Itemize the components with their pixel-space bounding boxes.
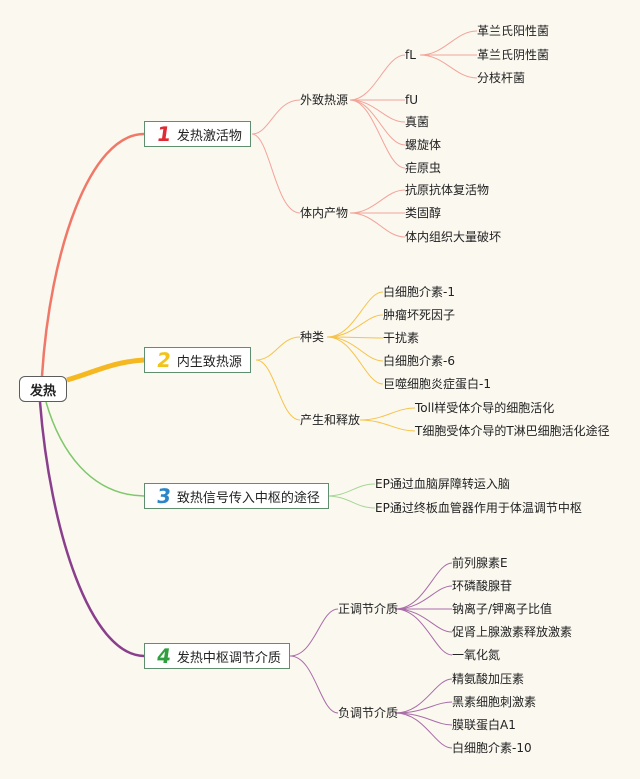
branch-4-label: 发热中枢调节介质 [176, 650, 281, 666]
item-fu[interactable]: fU [405, 93, 419, 107]
item-ep-bbb[interactable]: EP通过血脑屏障转运入脑 [375, 477, 510, 491]
item-ep-ovlt[interactable]: EP通过终板血管器作用于体温调节中枢 [375, 501, 582, 515]
root-link-2 [66, 357, 145, 383]
group-positive-mediators[interactable]: 正调节介质 [338, 602, 399, 616]
root-node[interactable]: 发热 [19, 376, 67, 402]
branch-3-links [325, 483, 376, 509]
branch-1-label: 发热激活物 [176, 128, 242, 144]
branch-2-node[interactable]: 2 内生致热源 [144, 347, 251, 373]
branch-1-node[interactable]: 1 发热激活物 [144, 121, 251, 147]
branch-4-node[interactable]: 4 发热中枢调节介质 [144, 643, 290, 669]
item-na-k-ratio[interactable]: 钠离子/钾离子比值 [452, 602, 553, 616]
item-avp[interactable]: 精氨酸加压素 [452, 672, 525, 686]
item-pge[interactable]: 前列腺素E [452, 556, 508, 570]
root-link-1 [40, 132, 145, 377]
item-il-6[interactable]: 白细胞介素-6 [383, 354, 455, 368]
item-interferon[interactable]: 干扰素 [383, 331, 420, 345]
item-il-1[interactable]: 白细胞介素-1 [383, 285, 455, 299]
branch-4-links [289, 562, 453, 749]
branch-3-number: 3 [155, 484, 173, 508]
group-production-release[interactable]: 产生和释放 [300, 413, 361, 427]
item-plasmodium[interactable]: 疟原虫 [405, 161, 442, 175]
item-gram-positive[interactable]: 革兰氏阳性菌 [477, 24, 550, 38]
group-exogenous-pyrogen[interactable]: 外致热源 [300, 93, 349, 107]
branch-1-number: 1 [155, 122, 173, 146]
branch-2-number: 2 [155, 348, 173, 372]
group-endogenous-products[interactable]: 体内产物 [300, 206, 349, 220]
item-msh[interactable]: 黑素细胞刺激素 [452, 695, 537, 709]
branch-2-links [255, 291, 416, 432]
item-mycobacterium[interactable]: 分枝杆菌 [477, 71, 526, 85]
group-types[interactable]: 种类 [300, 330, 325, 344]
item-antigen-antibody[interactable]: 抗原抗体复活物 [405, 183, 490, 197]
item-il-10[interactable]: 白细胞介素-10 [452, 741, 532, 755]
item-tnf[interactable]: 肿瘤坏死因子 [383, 308, 456, 322]
root-link-4 [38, 401, 145, 658]
item-tcr-activation[interactable]: T细胞受体介导的T淋巴细胞活化途径 [415, 424, 610, 438]
branch-1-links [251, 30, 478, 238]
item-fl[interactable]: fL [405, 48, 416, 62]
root-link-3 [45, 401, 145, 497]
branch-4-number: 4 [155, 644, 173, 668]
item-toll-activation[interactable]: Toll样受体介导的细胞活化 [415, 401, 555, 415]
item-crh[interactable]: 促肾上腺激素释放激素 [452, 625, 573, 639]
root-label: 发热 [29, 383, 56, 399]
item-no[interactable]: 一氧化氮 [452, 648, 501, 662]
item-camp[interactable]: 环磷酸腺苷 [452, 579, 513, 593]
group-negative-mediators[interactable]: 负调节介质 [338, 706, 399, 720]
branch-3-label: 致热信号传入中枢的途径 [176, 490, 320, 506]
item-gram-negative[interactable]: 革兰氏阴性菌 [477, 48, 550, 62]
branch-2-label: 内生致热源 [176, 354, 242, 370]
item-steroid[interactable]: 类固醇 [405, 206, 442, 220]
item-tissue-destruction[interactable]: 体内组织大量破坏 [405, 230, 502, 244]
item-mip-1[interactable]: 巨噬细胞炎症蛋白-1 [383, 377, 491, 391]
item-spirochete[interactable]: 螺旋体 [405, 138, 442, 152]
branch-3-node[interactable]: 3 致热信号传入中枢的途径 [144, 483, 329, 509]
item-annexin-a1[interactable]: 膜联蛋白A1 [452, 718, 516, 732]
item-fungi[interactable]: 真菌 [405, 115, 430, 129]
